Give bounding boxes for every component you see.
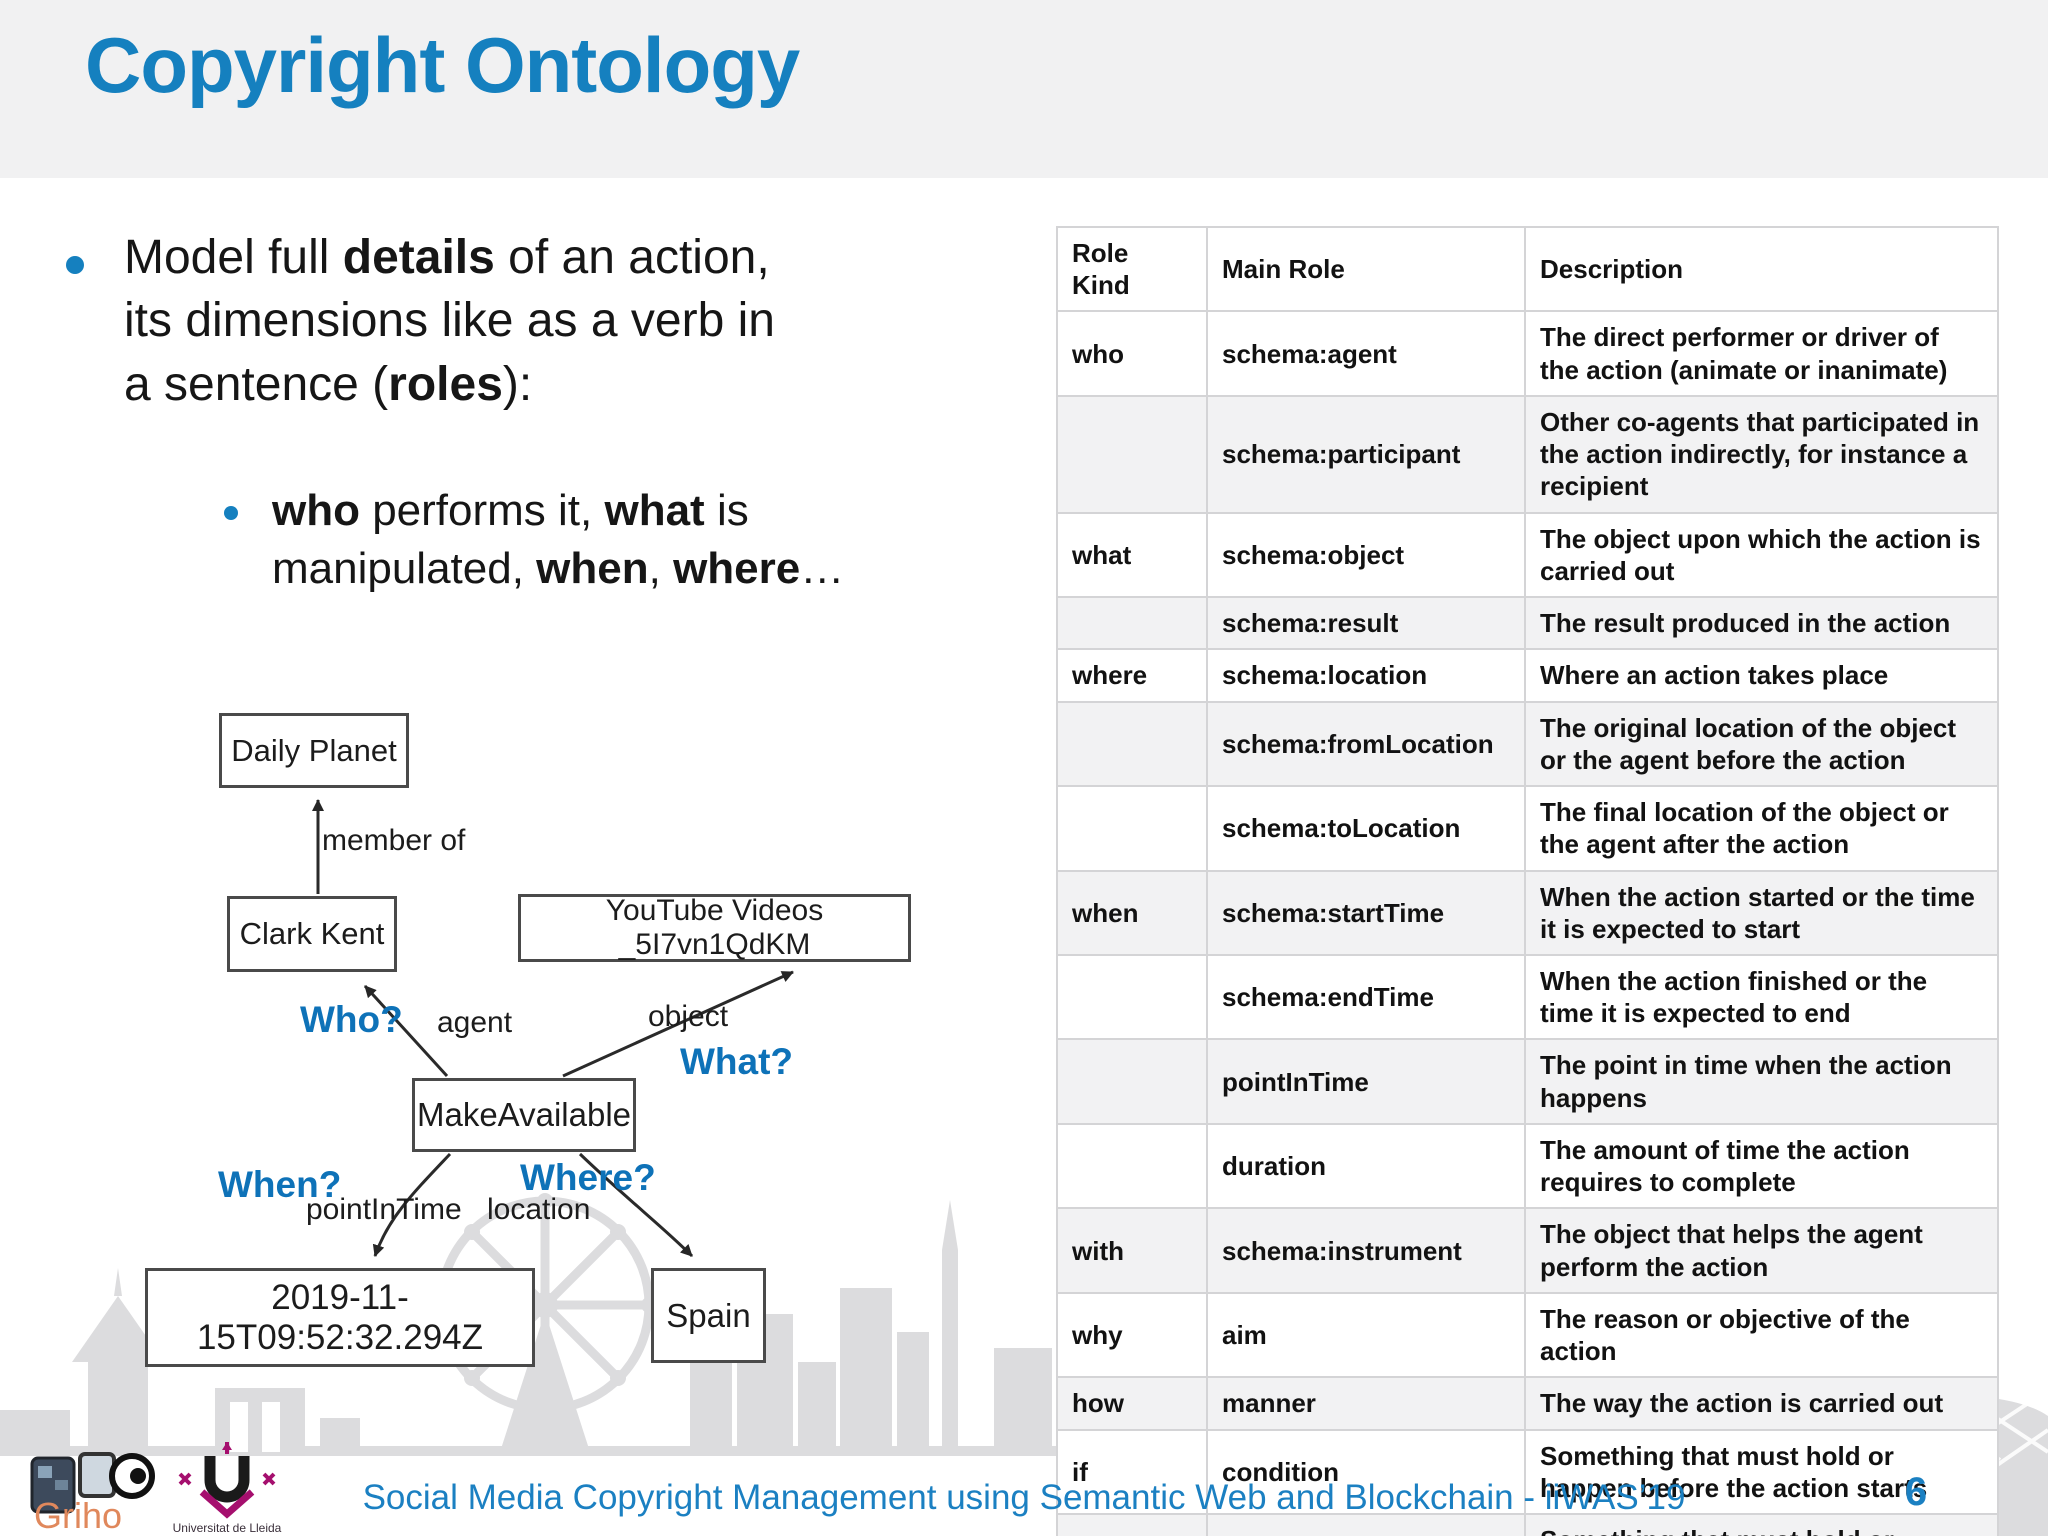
edge-label-agent: agent bbox=[437, 1006, 513, 1039]
description-cell: The direct performer or driver of the ac… bbox=[1524, 310, 1999, 397]
footer-title: Social Media Copyright Management using … bbox=[362, 1478, 1686, 1517]
column-header-main-role: Main Role bbox=[1206, 225, 1526, 313]
question-label-what: What? bbox=[680, 1041, 794, 1082]
role-kind-cell: with bbox=[1056, 1207, 1208, 1294]
header-band: Copyright Ontology bbox=[0, 0, 2048, 178]
role-kind-cell: where bbox=[1056, 648, 1208, 703]
description-cell: Something that must hold or happen befor… bbox=[1524, 1428, 1999, 1516]
role-kind-cell bbox=[1056, 953, 1208, 1041]
main-role-cell: schema:participant bbox=[1206, 394, 1526, 514]
edge-label-point-in-time: pointInTime bbox=[306, 1193, 462, 1226]
role-kind-cell bbox=[1056, 1038, 1208, 1125]
description-cell: When the action started or the time it i… bbox=[1524, 869, 1999, 956]
column-header-role-kind: Role Kind bbox=[1056, 225, 1208, 313]
main-role-cell: manner bbox=[1206, 1376, 1526, 1431]
main-role-cell: schema:result bbox=[1206, 596, 1526, 651]
diagram-node-clark-kent: Clark Kent bbox=[227, 896, 397, 972]
diagram-node-datetime: 2019-11-15T09:52:32.294Z bbox=[145, 1268, 535, 1367]
description-cell: The object upon which the action is carr… bbox=[1524, 511, 1999, 599]
griho-logo-text: Griho bbox=[34, 1495, 122, 1534]
griho-logo: Griho bbox=[30, 1452, 155, 1534]
description-cell: The point in time when the action happen… bbox=[1524, 1038, 1999, 1125]
diagram-node-youtube-video: YouTube Videos _5I7vn1QdKM bbox=[518, 894, 911, 962]
main-role-cell: schema:object bbox=[1206, 511, 1526, 599]
role-kind-cell: what bbox=[1056, 511, 1208, 599]
description-cell: The way the action is carried out bbox=[1524, 1376, 1999, 1431]
main-role-cell: schema:instrument bbox=[1206, 1207, 1526, 1294]
main-role-cell: schema:endTime bbox=[1206, 953, 1526, 1041]
main-role-cell: schema:location bbox=[1206, 648, 1526, 703]
main-role-cell: schema:toLocation bbox=[1206, 785, 1526, 872]
main-role-cell: duration bbox=[1206, 1122, 1526, 1210]
main-role-cell: schema:agent bbox=[1206, 310, 1526, 397]
role-kind-cell bbox=[1056, 785, 1208, 872]
bullet-item-sub: who performs it, what is manipulated, wh… bbox=[224, 482, 912, 598]
main-role-cell: schema:startTime bbox=[1206, 869, 1526, 956]
question-label-who: Who? bbox=[300, 999, 403, 1040]
description-cell: Other co-agents that participated in the… bbox=[1524, 394, 1999, 514]
diagram-node-daily-planet: Daily Planet bbox=[219, 713, 409, 788]
role-kind-cell: who bbox=[1056, 310, 1208, 397]
description-cell: When the action finished or the time it … bbox=[1524, 953, 1999, 1041]
bullet-text-main: Model full details of an action, its dim… bbox=[124, 231, 775, 411]
role-kind-cell bbox=[1056, 596, 1208, 651]
bullet-item-main: Model full details of an action, its dim… bbox=[66, 226, 984, 416]
description-cell: Something that must hold or happen after… bbox=[1524, 1513, 1999, 1536]
main-role-cell: aim bbox=[1206, 1291, 1526, 1379]
description-cell: The final location of the object or the … bbox=[1524, 785, 1999, 872]
diagram-node-make-available: MakeAvailable bbox=[412, 1078, 636, 1152]
role-kind-cell: why bbox=[1056, 1291, 1208, 1379]
page-number: 6 bbox=[1904, 1470, 1928, 1514]
bullet-text-sub: who performs it, what is manipulated, wh… bbox=[272, 486, 845, 594]
role-kind-cell bbox=[1056, 394, 1208, 514]
role-kind-cell: then bbox=[1056, 1513, 1208, 1536]
main-role-cell: condition bbox=[1206, 1428, 1526, 1516]
bullet-dot bbox=[66, 256, 84, 274]
page-title: Copyright Ontology bbox=[85, 21, 800, 109]
column-header-description: Description bbox=[1524, 225, 1999, 313]
description-cell: The amount of time the action requires t… bbox=[1524, 1122, 1999, 1210]
description-cell: The result produced in the action bbox=[1524, 596, 1999, 651]
role-kind-cell: how bbox=[1056, 1376, 1208, 1431]
table-row: thenconsequenceSomething that must hold … bbox=[1056, 1513, 1999, 1536]
question-label-where: Where? bbox=[520, 1157, 656, 1198]
bullet-dot bbox=[224, 506, 238, 520]
role-kind-cell: when bbox=[1056, 869, 1208, 956]
question-label-when: When? bbox=[218, 1164, 342, 1205]
edge-label-member-of: member of bbox=[322, 824, 466, 857]
udl-logo-text: Universitat de Lleida bbox=[173, 1521, 282, 1535]
role-kind-cell: if bbox=[1056, 1428, 1208, 1516]
main-role-cell: consequence bbox=[1206, 1513, 1526, 1536]
table-header-row: Role Kind Main Role Description bbox=[1056, 225, 1999, 313]
main-role-cell: pointInTime bbox=[1206, 1038, 1526, 1125]
description-cell: The original location of the object or t… bbox=[1524, 700, 1999, 788]
main-role-cell: schema:fromLocation bbox=[1206, 700, 1526, 788]
description-cell: The reason or objective of the action bbox=[1524, 1291, 1999, 1379]
role-kind-cell bbox=[1056, 1122, 1208, 1210]
role-kind-cell bbox=[1056, 700, 1208, 788]
description-cell: The object that helps the agent perform … bbox=[1524, 1207, 1999, 1294]
description-cell: Where an action takes place bbox=[1524, 648, 1999, 703]
edge-label-location: location bbox=[487, 1193, 591, 1226]
edge-label-object: object bbox=[648, 1000, 729, 1033]
diagram-node-spain: Spain bbox=[651, 1268, 766, 1363]
udl-logo: Universitat de Lleida bbox=[173, 1442, 282, 1535]
